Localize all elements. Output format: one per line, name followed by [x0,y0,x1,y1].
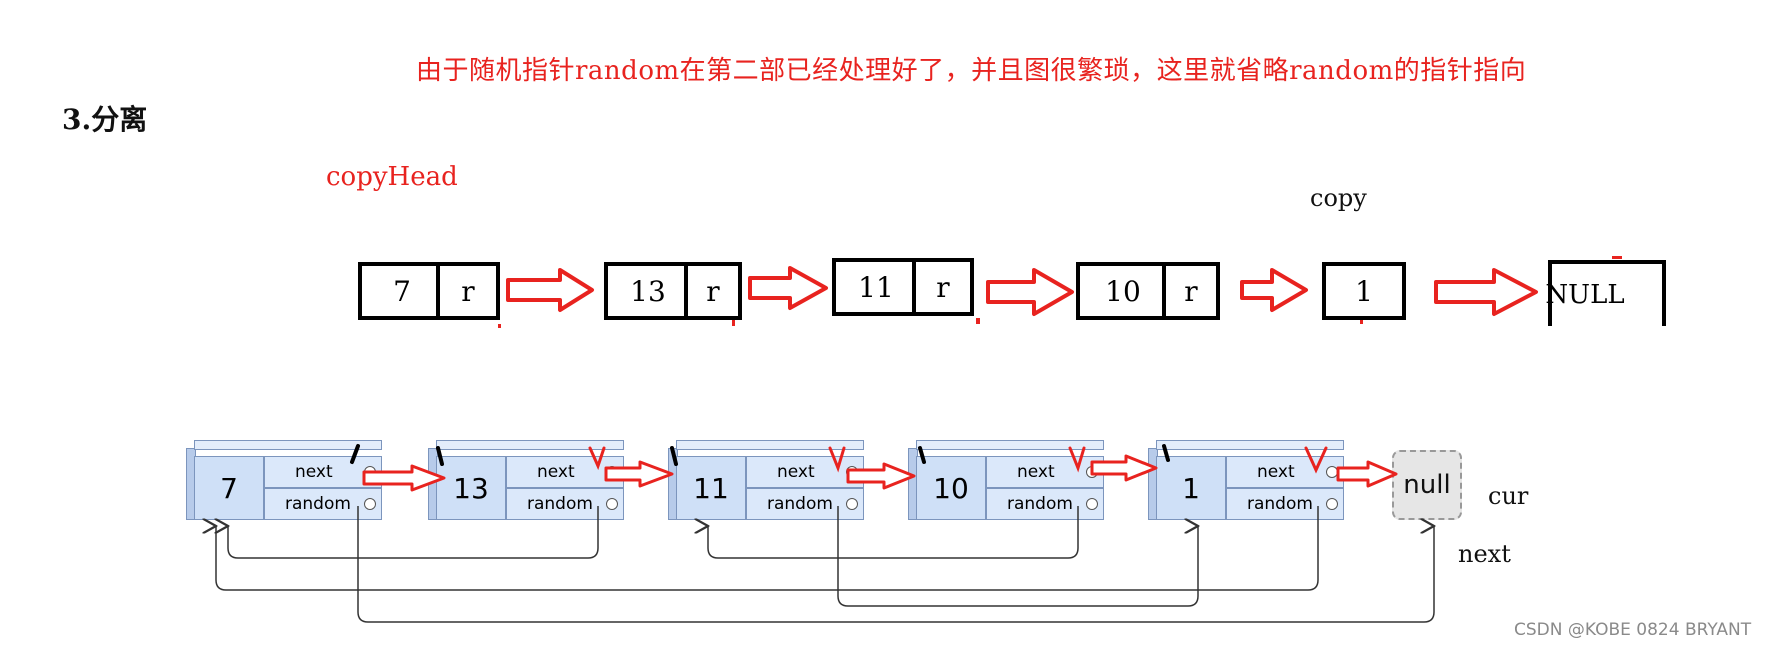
random-pointer-dot [606,498,618,510]
random-link-13-to-7 [228,506,599,559]
copy-node-value: 7 [393,274,411,308]
next-label: next [1458,540,1511,568]
copy-node-c-r: r [912,258,974,316]
node-next-field: next [1226,456,1344,488]
random-pointer-dot [846,498,858,510]
node-next-field: next [506,456,624,488]
node-next-field: next [986,456,1104,488]
node-random-field: random [264,488,382,520]
random-link-11-to-1 [837,506,1198,607]
copyhead-label: copyHead [326,162,458,192]
random-pointer-dot [1326,498,1338,510]
copy-null-box: NULL [1545,260,1666,326]
random-link-1-to-7 [216,506,1319,591]
node-top [916,440,1104,450]
copy-node-value: 11 [858,270,894,304]
random-pointer-dot [364,498,376,510]
copy-node-a-r: r [436,262,500,320]
copy-node-r: r [1184,274,1198,308]
copy-arrow-1 [506,268,594,312]
copy-arrow-5 [1434,268,1538,316]
node-value: 7 [194,456,264,520]
copy-node-d-r: r [1162,262,1220,320]
node-random-field: random [986,488,1104,520]
node-value: 13 [436,456,506,520]
note-text: 由于随机指针random在第二部已经处理好了，并且图很繁琐，这里就省略rando… [416,56,1527,86]
copy-node-value: 13 [630,274,666,308]
copy-node-c: 11 [832,258,916,316]
node-next-field: next [746,456,864,488]
next-arrow-3 [846,462,916,490]
copy-node-b: 13 [604,262,688,320]
copy-node-b-r: r [684,262,742,320]
random-link-7-to-null [357,506,1434,623]
copy-arrow-2 [748,266,828,310]
copy-node-e: 1 [1322,262,1406,320]
copy-null-text: NULL [1545,280,1625,310]
node-top [194,440,382,450]
node-random-field: random [1226,488,1344,520]
copy-node-r: r [706,274,720,308]
node-value: 10 [916,456,986,520]
copy-node-r: r [936,270,950,304]
node-top [1156,440,1344,450]
node-top [436,440,624,450]
cur-label: cur [1488,482,1529,510]
copy-arrow-4 [1240,268,1308,312]
watermark: CSDN @KOBE 0824 BRYANT [1514,620,1752,640]
list-null-node: null [1392,450,1462,520]
node-top [676,440,864,450]
next-arrow-1 [362,464,446,492]
next-arrow-5 [1336,460,1398,488]
copy-label: copy [1310,184,1367,212]
node-value: 1 [1156,456,1226,520]
node-value: 11 [676,456,746,520]
section-title: 3.分离 [62,103,148,136]
node-random-field: random [506,488,624,520]
node-next-field: next [264,456,382,488]
next-arrow-2 [604,460,674,488]
copy-node-d: 10 [1076,262,1166,320]
node-random-field: random [746,488,864,520]
copy-arrow-3 [986,268,1074,316]
copy-node-value: 10 [1105,274,1141,308]
random-pointer-dot [1086,498,1098,510]
random-link-10-to-11 [708,506,1079,559]
next-arrow-4 [1090,454,1158,482]
copy-node-value: 1 [1355,274,1373,308]
copy-node-r: r [461,274,475,308]
